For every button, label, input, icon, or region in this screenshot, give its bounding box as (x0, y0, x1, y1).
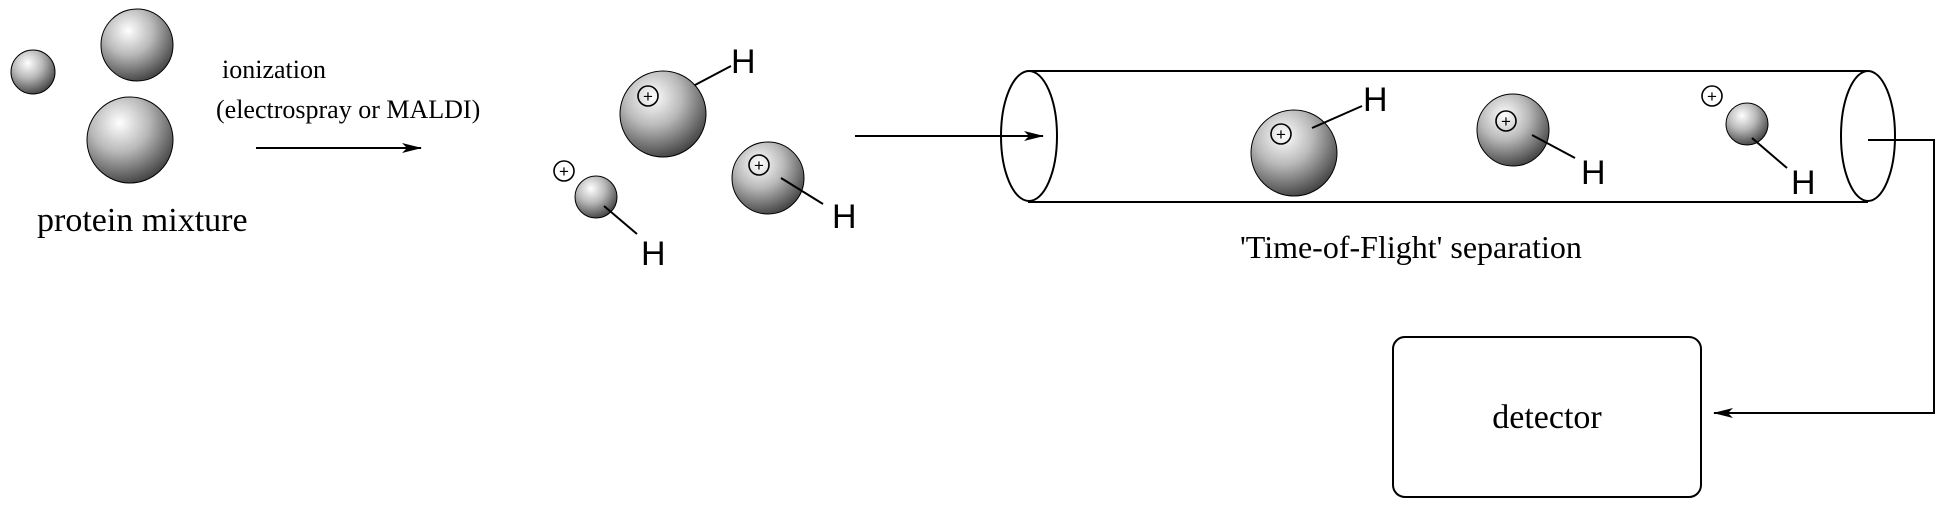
protonated-ion-medium: + H (731, 141, 857, 236)
charge-symbol: + (1276, 125, 1286, 144)
ion-sphere (731, 141, 805, 215)
protein-mixture-label: protein mixture (37, 202, 248, 239)
flight-ion-small: + H (1701, 85, 1816, 202)
detector-box: detector (1392, 336, 1702, 498)
proton-label: H (1363, 81, 1388, 119)
positive-charge-icon (553, 160, 575, 182)
proton-bond (1531, 134, 1576, 159)
flight-ion-medium: + H (1476, 93, 1606, 192)
tof-separation-label: 'Time-of-Flight' separation (1240, 229, 1582, 265)
flight-ion-large: + H (1250, 81, 1388, 197)
charge-symbol: + (1707, 87, 1717, 106)
ion-sphere (1476, 93, 1550, 167)
ionization-step: ionization (electrospray or MALDI) (216, 55, 480, 153)
ionized-proteins-group: + H + H + H (553, 43, 857, 273)
proton-bond (1311, 105, 1363, 129)
ionization-method-label: (electrospray or MALDI) (216, 95, 480, 124)
flight-tube: + H + H + H 'Time-of-Flight' separation (1000, 70, 1896, 265)
detector-path-arrow (1713, 139, 1935, 418)
positive-charge-icon (1270, 123, 1292, 145)
ionization-label: ionization (222, 55, 326, 84)
positive-charge-icon (1701, 85, 1723, 107)
proton-bond (694, 65, 732, 86)
positive-charge-icon (748, 154, 770, 176)
protonated-ion-small: + H (553, 160, 666, 273)
ion-sphere (1725, 102, 1769, 146)
detector-frame (1392, 336, 1702, 498)
proton-label: H (832, 198, 857, 236)
protonated-ion-large: + H (619, 43, 756, 158)
charge-symbol: + (1501, 112, 1511, 131)
ion-sphere (619, 70, 707, 158)
tube-exit (1840, 70, 1896, 202)
ion-sphere (1250, 109, 1338, 197)
charge-symbol: + (754, 156, 764, 175)
charge-symbol: + (559, 162, 569, 181)
detector-label: detector (1492, 399, 1602, 436)
positive-charge-icon (1495, 110, 1517, 132)
proton-label: H (1581, 154, 1606, 192)
neutral-protein-small (10, 49, 56, 95)
proton-label: H (731, 43, 756, 81)
proton-bond (603, 205, 638, 235)
proton-bond (780, 177, 824, 205)
proton-label: H (641, 235, 666, 273)
neutral-protein-medium (100, 8, 174, 82)
proton-bond (1751, 137, 1788, 169)
proton-label: H (1791, 164, 1816, 202)
tube-entrance (1000, 70, 1058, 202)
neutral-protein-large (86, 96, 174, 184)
protein-mixture-group: protein mixture (10, 8, 248, 239)
charge-symbol: + (643, 87, 653, 106)
positive-charge-icon (637, 85, 659, 107)
